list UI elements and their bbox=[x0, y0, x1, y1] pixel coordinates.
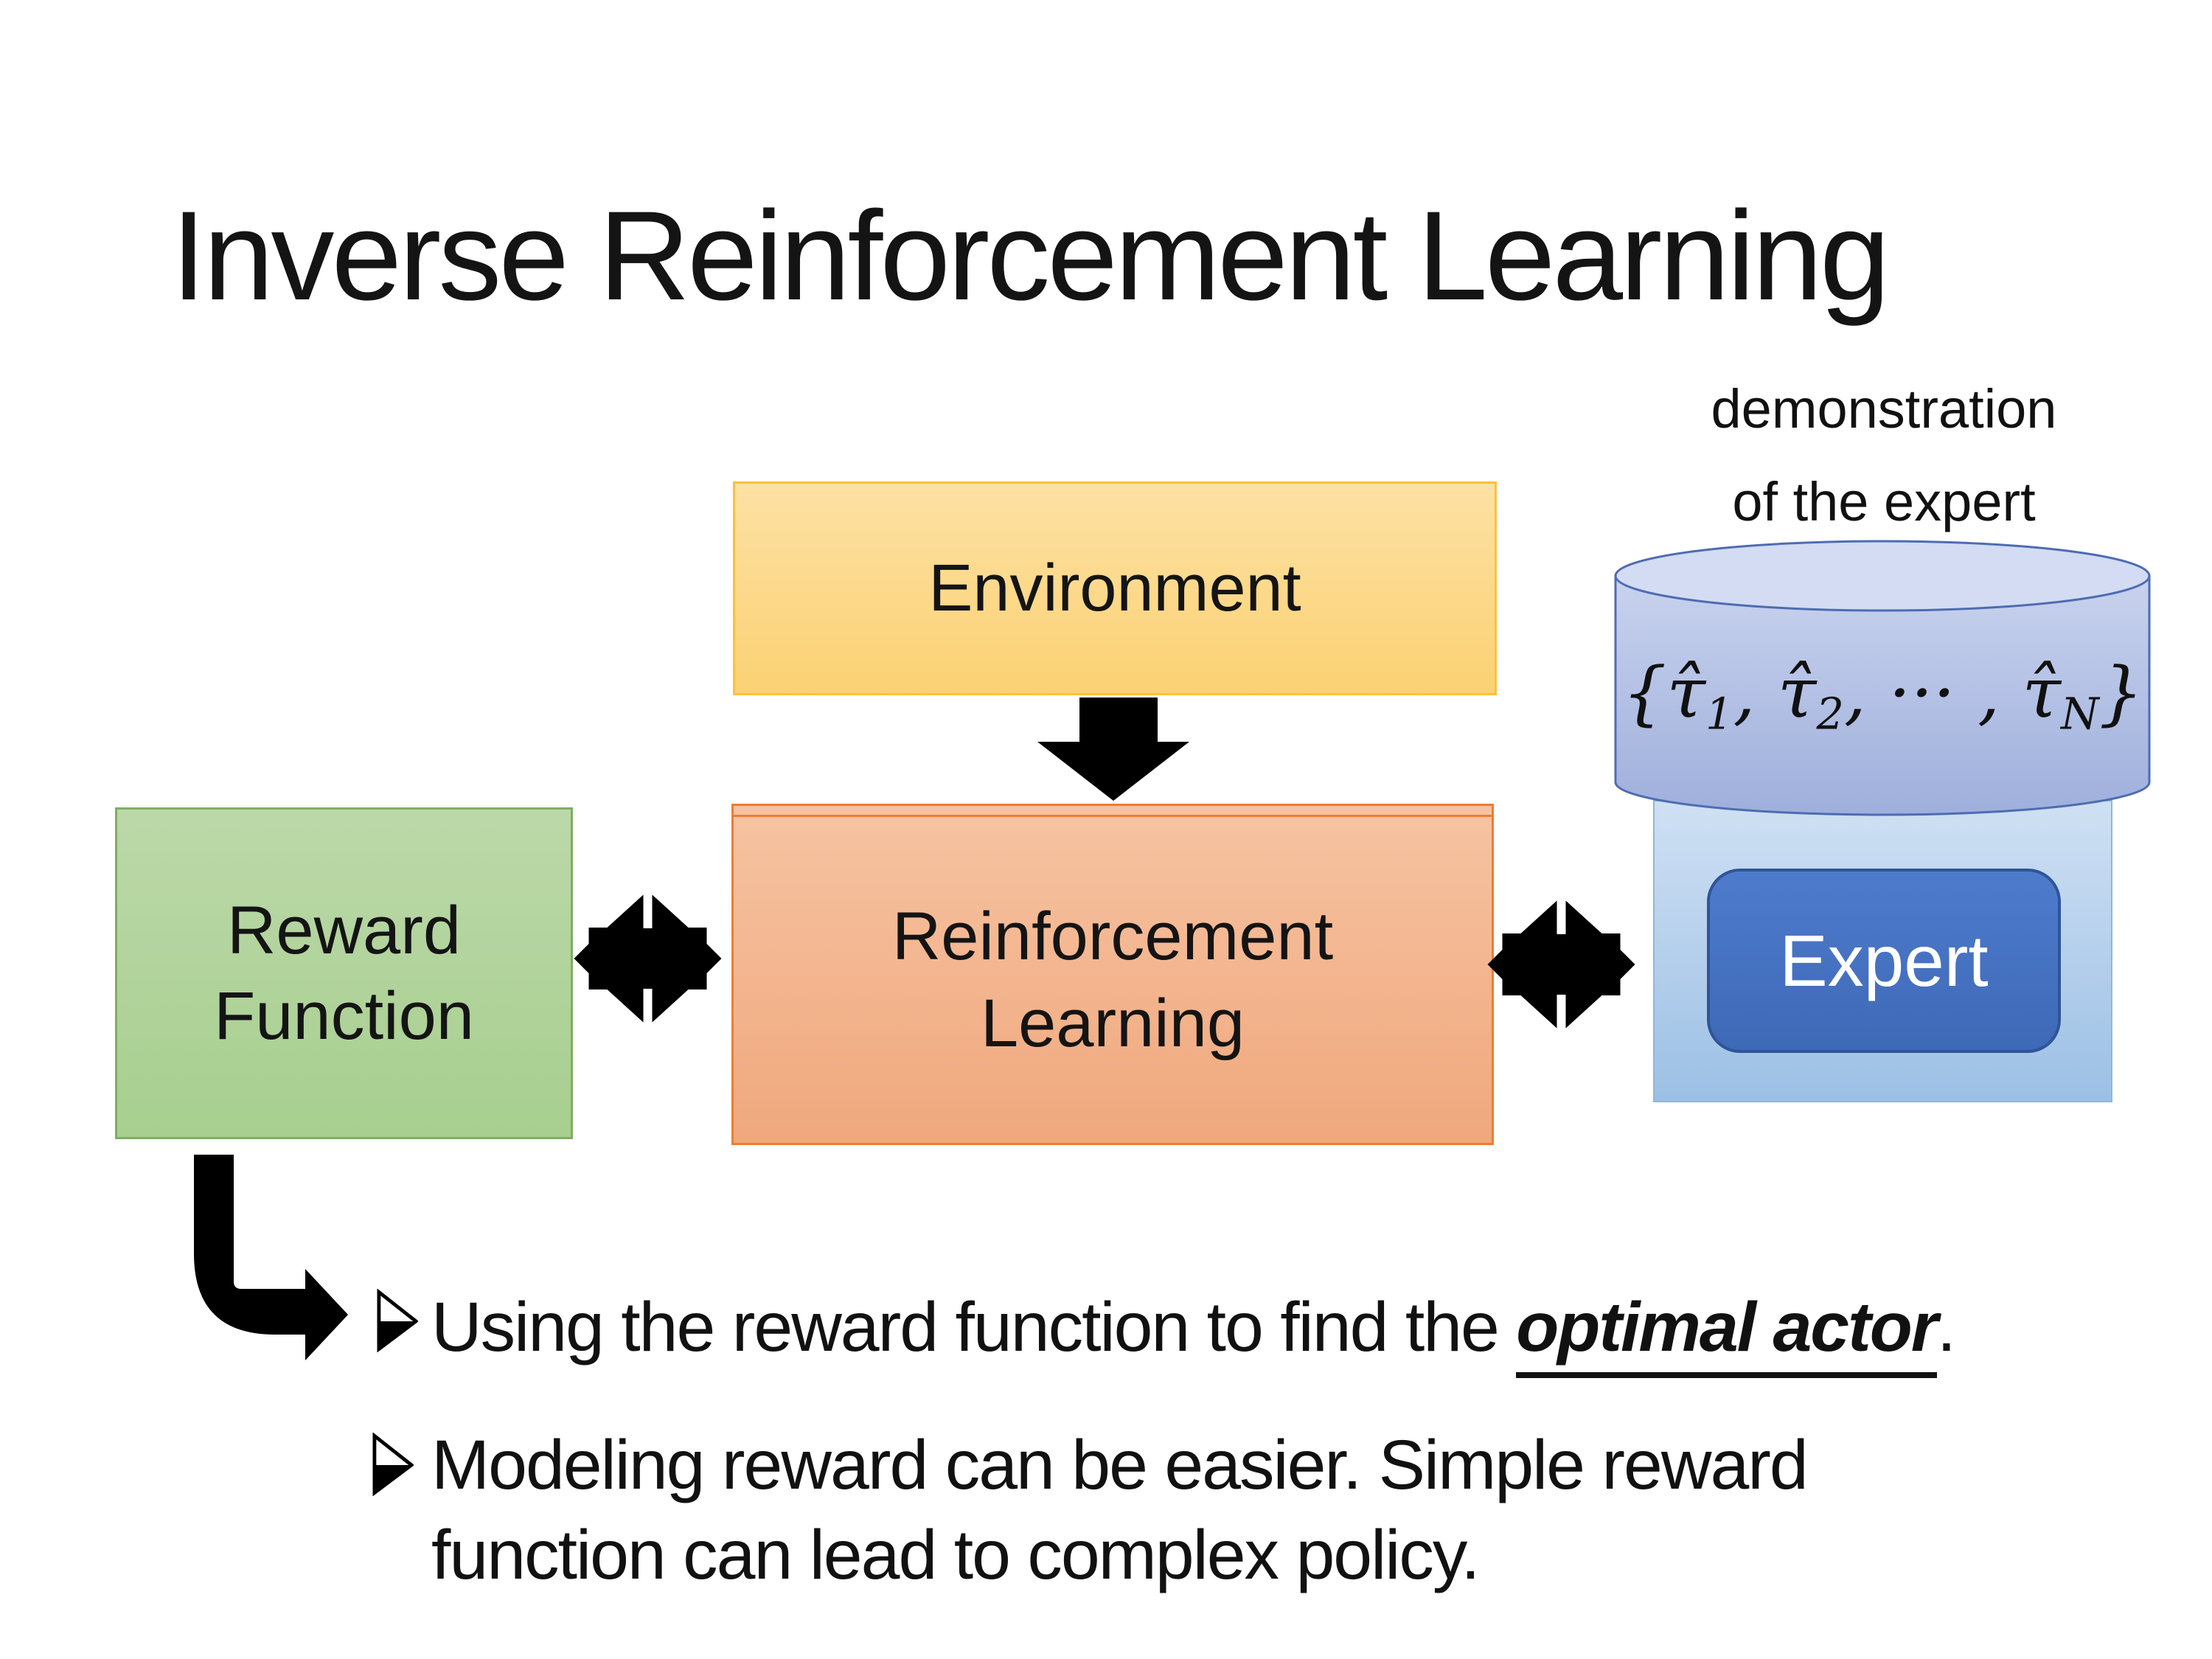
bullet-item-2: Modeling reward can be easier. Simple re… bbox=[431, 1420, 1809, 1600]
down-arrow-icon bbox=[1037, 698, 1189, 801]
page-title: Inverse Reinforcement Learning bbox=[171, 185, 1891, 327]
reward-function-box: Reward Function bbox=[115, 807, 573, 1139]
rl-label-line-1: Reinforcement bbox=[891, 898, 1334, 974]
expert-box: Expert bbox=[1707, 869, 2061, 1053]
elbow-arrow-icon bbox=[194, 1155, 348, 1360]
demonstration-database-cylinder bbox=[1614, 540, 2151, 816]
rl-box-double-edge bbox=[734, 815, 1492, 817]
bullet-1-prefix: Using the reward function to find the bbox=[431, 1288, 1517, 1366]
bullet-arrowhead-icon bbox=[372, 1433, 414, 1496]
bullet-1-emphasis: optimal actor bbox=[1516, 1288, 1938, 1378]
annotation-line-2: of the expert bbox=[1732, 471, 2036, 532]
reward-label-line-2: Function bbox=[214, 978, 474, 1054]
double-arrow-left-icon bbox=[574, 886, 722, 1031]
bullet-item-1: Using the reward function to find the op… bbox=[431, 1283, 1956, 1378]
reinforcement-learning-box: Reinforcement Learning bbox=[731, 804, 1494, 1145]
rl-label-line-2: Learning bbox=[980, 985, 1245, 1061]
double-arrow-right-icon bbox=[1487, 892, 1635, 1037]
bullet-arrowhead-icon bbox=[377, 1289, 418, 1352]
annotation-line-1: demonstration bbox=[1711, 378, 2057, 439]
expert-label: Expert bbox=[1779, 919, 1989, 1001]
cylinder-annotation: demonstration of the expert bbox=[1611, 363, 2157, 549]
bullet-2-line-1: Modeling reward can be easier. Simple re… bbox=[431, 1426, 1809, 1504]
reward-label-line-1: Reward bbox=[226, 893, 461, 968]
environment-label: Environment bbox=[928, 551, 1301, 625]
bullet-1-suffix: . bbox=[1936, 1288, 1956, 1366]
environment-box: Environment bbox=[733, 481, 1497, 695]
trajectory-set-formula: {τ̂1, τ̂2, ··· , τ̂N} bbox=[1622, 653, 2144, 740]
bullet-2-line-2: function can lead to complex policy. bbox=[431, 1516, 1481, 1594]
